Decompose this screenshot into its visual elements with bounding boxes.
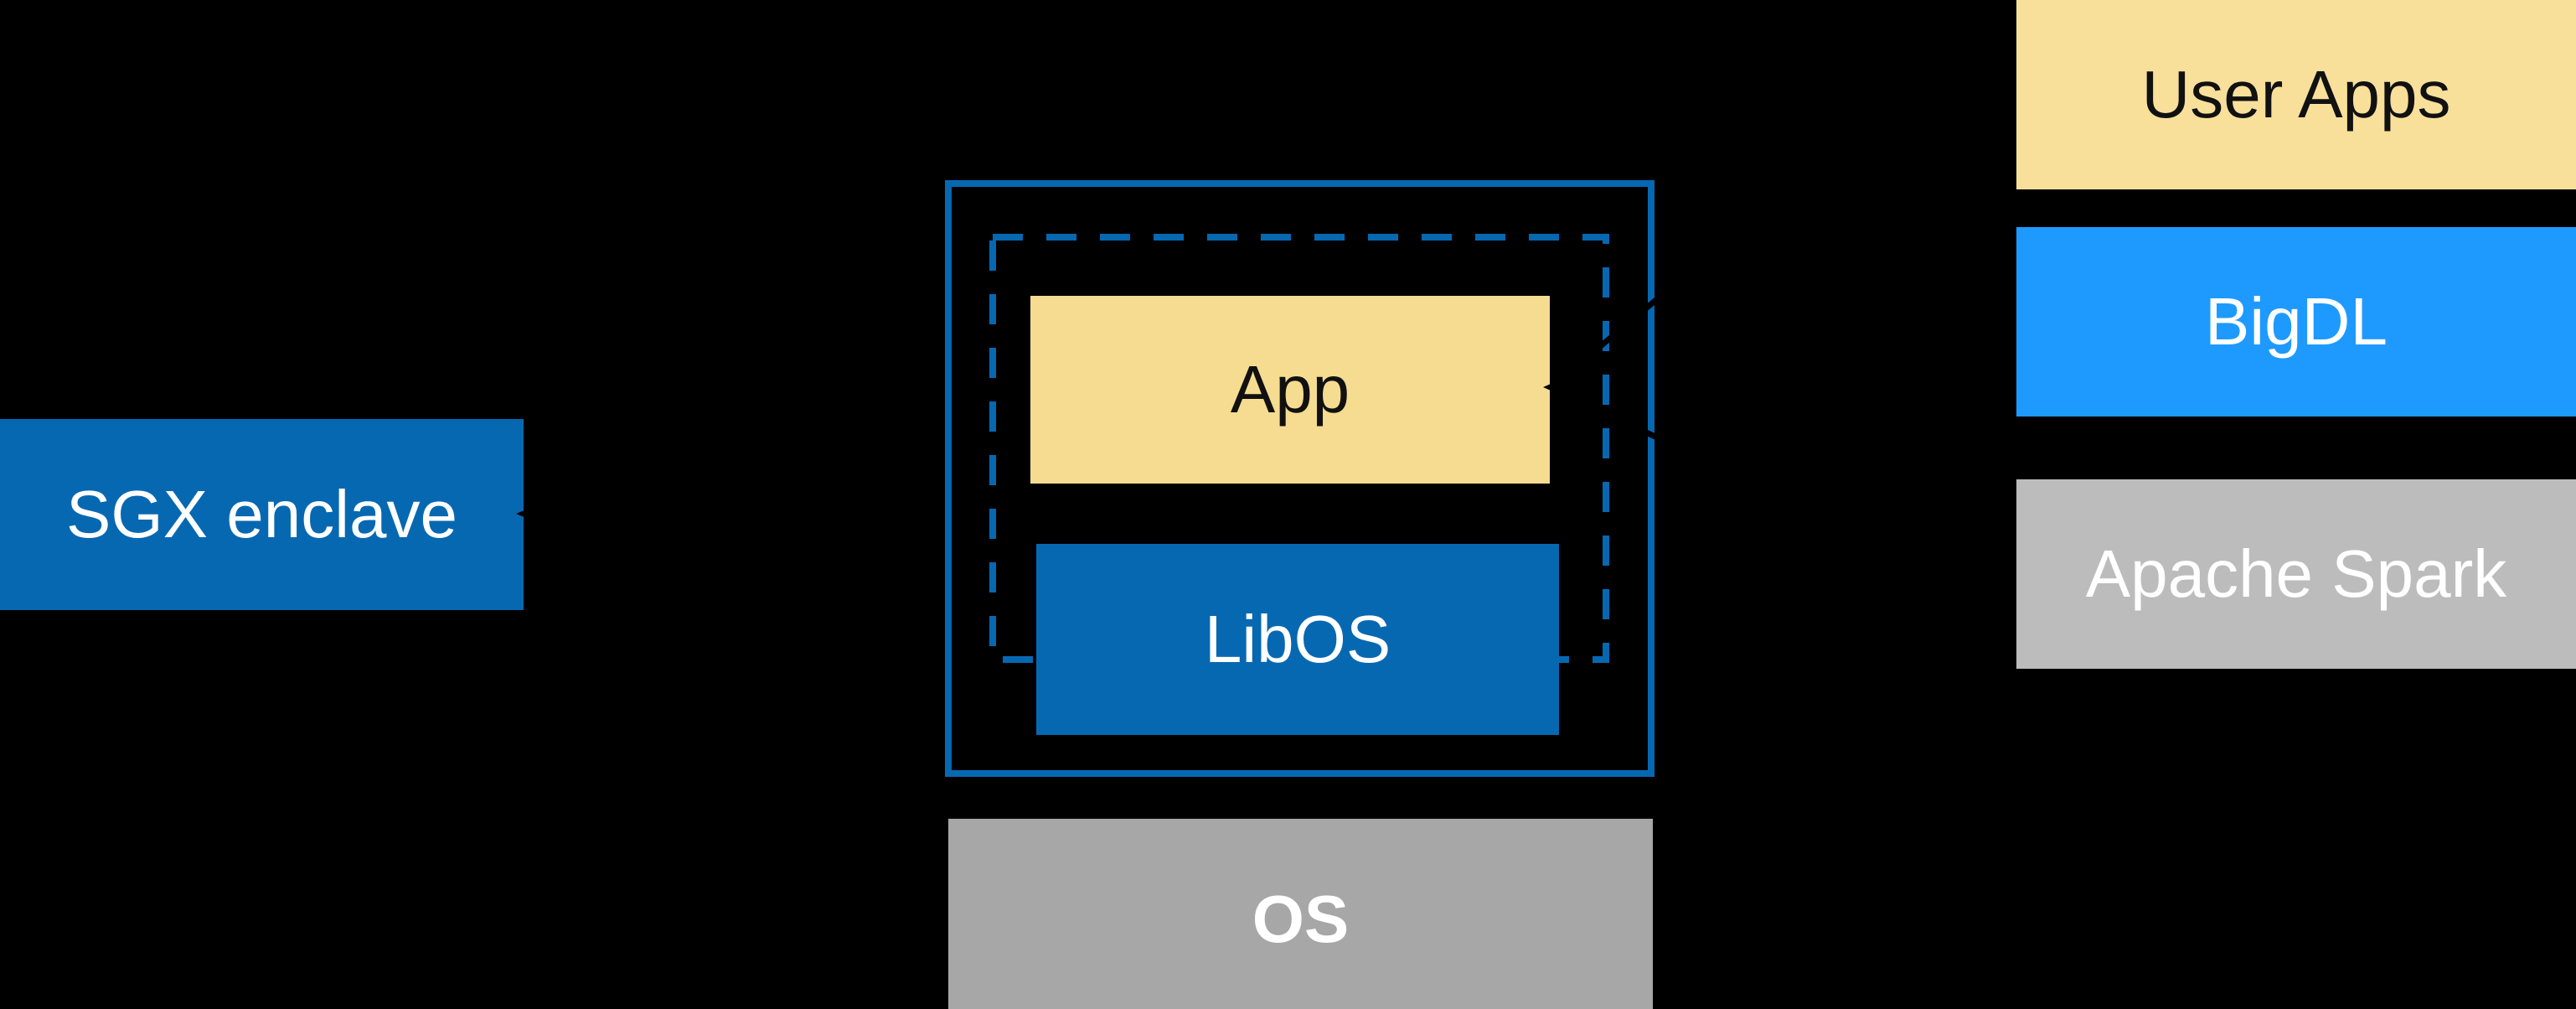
- os-box: OS: [948, 819, 1653, 1009]
- arrow-upper-arm: [1561, 219, 1753, 380]
- app-box: App: [1030, 296, 1550, 484]
- arrow-lower-arm: [1562, 391, 1753, 484]
- bigdl-label: BigDL: [2205, 284, 2388, 359]
- bigdl-box: BigDL: [2016, 227, 2576, 417]
- sgx-enclave-label: SGX enclave: [66, 477, 457, 551]
- left-arrowhead-icon: [1543, 375, 1570, 399]
- libos-label: LibOS: [1204, 602, 1391, 676]
- user-apps-box: User Apps: [2016, 0, 2576, 189]
- sgx-enclave-box: SGX enclave: [0, 419, 524, 610]
- libos-box: LibOS: [1036, 544, 1559, 735]
- enclave-outer-border: [945, 180, 1655, 777]
- app-label: App: [1230, 352, 1350, 427]
- os-label: OS: [1252, 882, 1350, 956]
- left-arrowhead-icon: [516, 501, 546, 526]
- user-apps-label: User Apps: [2141, 57, 2451, 132]
- apache-spark-box: Apache Spark: [2016, 479, 2576, 669]
- apache-spark-label: Apache Spark: [2085, 536, 2507, 611]
